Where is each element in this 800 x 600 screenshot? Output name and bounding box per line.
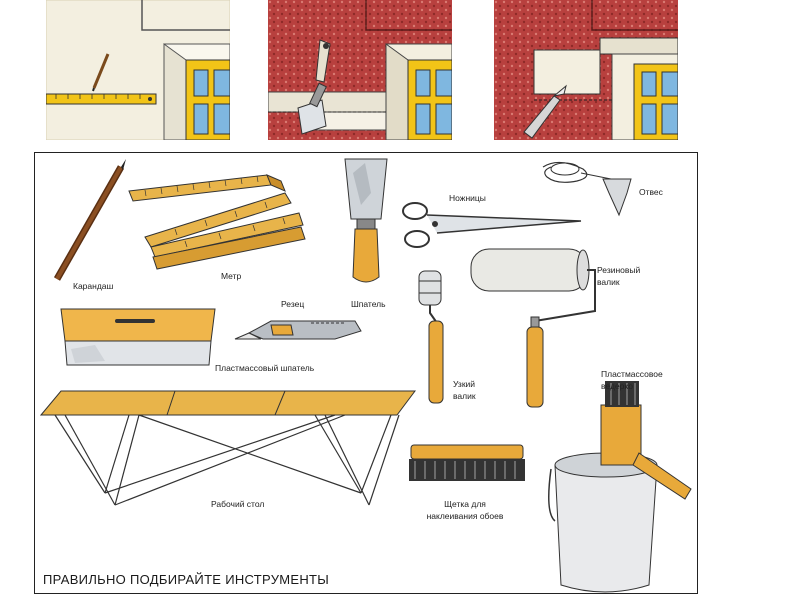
folding-ruler-icon	[128, 174, 306, 270]
label-plastic-bucket-line1: Пластмассовое	[601, 369, 663, 379]
label-pencil: Карандаш	[73, 281, 114, 291]
label-narrow-roller-line2: валик	[453, 391, 476, 401]
step-1-mark-line-panel	[46, 0, 230, 140]
label-work-table: Рабочий стол	[211, 499, 265, 509]
work-table-icon	[39, 390, 416, 506]
label-brush-line1: Щетка для	[444, 499, 486, 509]
step-3-cut-with-knife-panel	[494, 0, 678, 140]
label-plumb: Отвес	[639, 187, 663, 197]
narrow-roller-icon	[418, 270, 444, 404]
plastic-bucket-icon	[548, 381, 692, 593]
spatula-icon	[344, 158, 388, 283]
utility-knife-icon	[234, 320, 362, 340]
diagram-caption: ПРАВИЛЬНО ПОДБИРАЙТЕ ИНСТРУМЕНТЫ	[43, 572, 330, 587]
pencil-icon	[53, 159, 126, 281]
plastic-spatula-icon	[60, 308, 216, 366]
label-spatula: Шпатель	[351, 299, 386, 309]
rubber-roller-icon	[470, 248, 596, 408]
label-cutter: Резец	[281, 299, 305, 309]
tools-illustrations	[39, 158, 692, 593]
label-rubber-roller-line1: Резиновый	[597, 265, 641, 275]
label-ruler: Метр	[221, 271, 242, 281]
label-plastic-spatula: Пластмассовый шпатель	[215, 363, 315, 373]
label-scissors: Ножницы	[449, 193, 486, 203]
label-plastic-bucket-line2: ведерко	[601, 381, 633, 391]
label-brush-line2: наклеивания обоев	[426, 511, 504, 521]
label-narrow-roller-line1: Узкий	[453, 379, 476, 389]
step-2-trim-with-spatula-panel	[268, 0, 452, 140]
label-rubber-roller-line2: валик	[597, 277, 620, 287]
scissors-icon	[402, 202, 582, 248]
tools-diagram: Карандаш Метр Резец Шпатель Ножницы Отве…	[34, 152, 698, 594]
plumb-bob-icon	[542, 161, 632, 217]
wallpaper-brush-icon	[409, 444, 525, 481]
